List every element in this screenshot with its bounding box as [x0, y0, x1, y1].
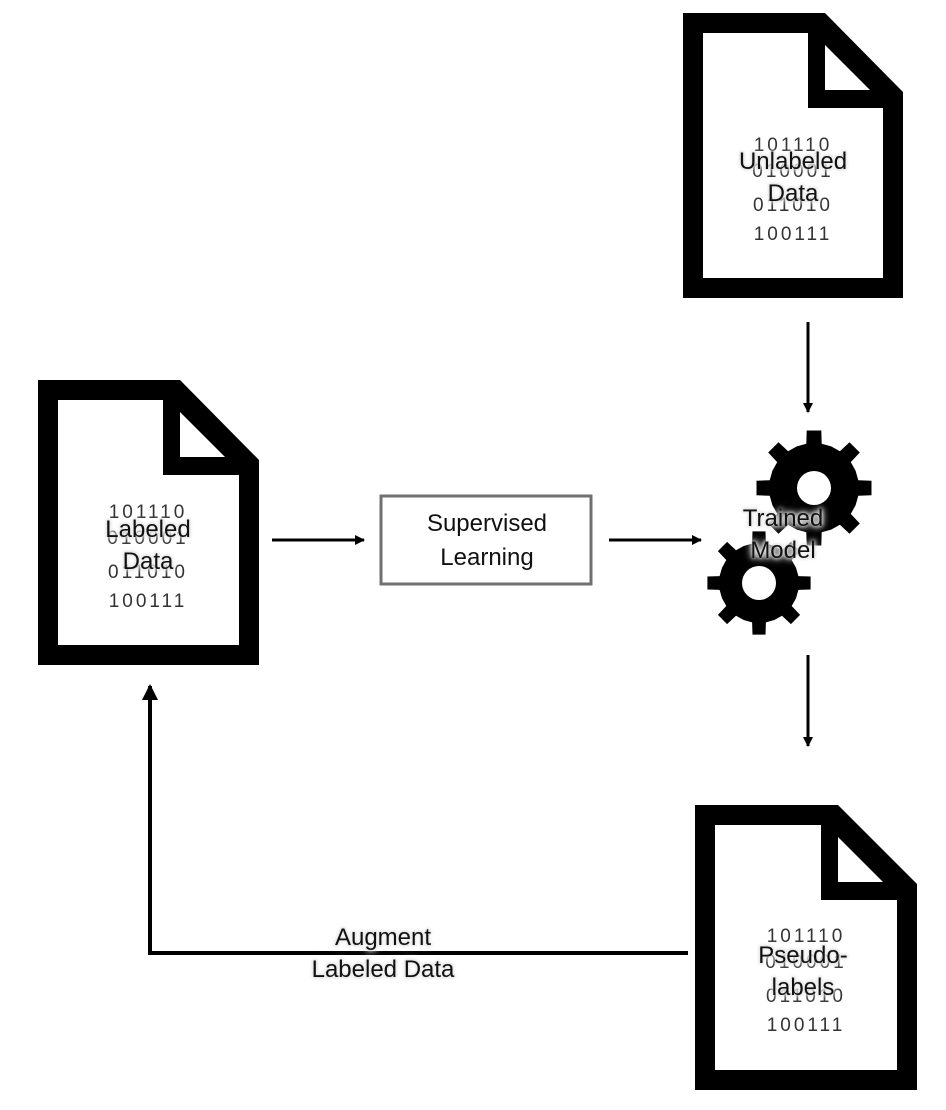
augment-line2: Labeled Data: [311, 956, 455, 983]
gear-icon: [756, 430, 872, 546]
unlabeled-line2: Data: [767, 180, 819, 207]
binary-row: 011010: [108, 562, 188, 583]
binary-row: 010001: [765, 952, 846, 973]
binary-row: 010001: [107, 528, 188, 549]
pseudo-labels-label: Pseudo- labels: [728, 940, 878, 1004]
supervised-line2: Learning: [440, 544, 534, 571]
labeled-data-label: Labeled Data: [78, 514, 218, 578]
pseudo-line1: Pseudo-: [758, 942, 848, 969]
gear-icon: [707, 531, 811, 635]
labeled-line1: Labeled: [105, 516, 191, 543]
labeled-document-icon: 101110 010001 011010 100111: [38, 380, 259, 665]
supervised-learning-box: [379, 494, 593, 586]
binary-row: 101110: [109, 502, 188, 523]
labeled-line2: Data: [122, 548, 174, 575]
binary-row: 011010: [753, 195, 833, 216]
binary-row: 011010: [766, 986, 846, 1007]
augment-line1: Augment: [334, 924, 432, 951]
pseudo-line2: labels: [771, 974, 835, 1001]
pseudo-binary-text: 101110 010001 011010 100111: [765, 926, 846, 1036]
model-line1: Trained: [742, 505, 824, 532]
unlabeled-data-label: Unlabeled Data: [718, 146, 868, 210]
binary-row: 101110: [754, 135, 833, 156]
supervised-learning-label: Supervised Learning: [383, 498, 591, 584]
trained-model-label: Trained Model: [708, 503, 858, 567]
unlabeled-document-icon: 101110 010001 011010 100111: [683, 13, 903, 298]
arrow-augment-to-labeled: [142, 684, 688, 955]
unlabeled-line1: Unlabeled: [738, 148, 848, 175]
model-line2: Model: [750, 537, 816, 564]
binary-row: 010001: [752, 161, 833, 182]
unlabeled-binary-text: 101110 010001 011010 100111: [752, 135, 833, 245]
binary-row: 100111: [754, 224, 833, 245]
labeled-binary-text: 101110 010001 011010 100111: [107, 502, 188, 612]
binary-row: 100111: [767, 1015, 846, 1036]
supervised-line1: Supervised: [426, 510, 548, 537]
augment-labeled-data-label: Augment Labeled Data: [278, 922, 488, 986]
binary-row: 101110: [767, 926, 846, 947]
binary-row: 100111: [109, 591, 188, 612]
pseudo-labels-document-icon: 101110 010001 011010 100111: [695, 805, 917, 1090]
